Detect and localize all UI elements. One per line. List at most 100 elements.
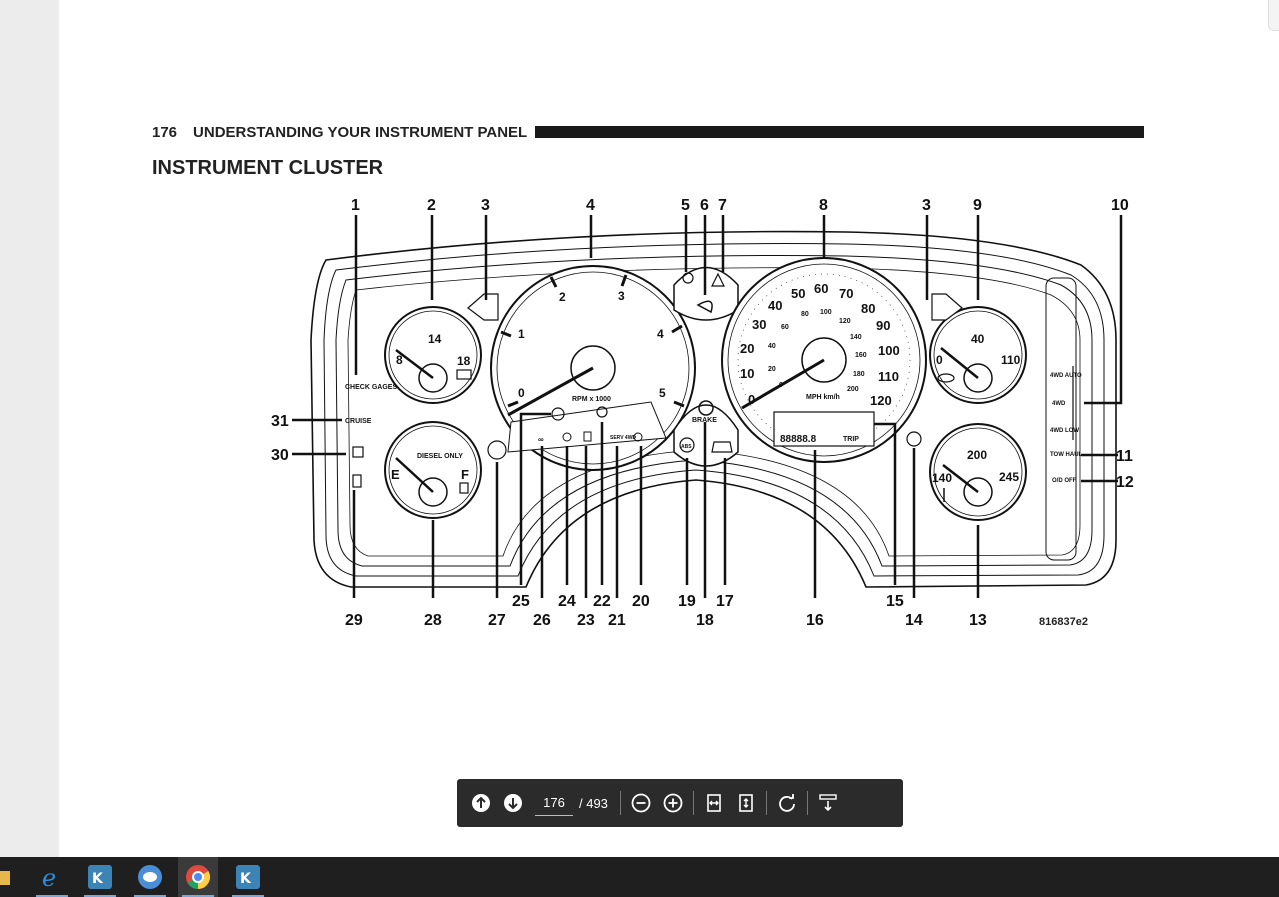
page-number: 176 <box>152 123 178 141</box>
page-number-input[interactable] <box>535 790 573 816</box>
rotate-button[interactable] <box>771 787 803 819</box>
battery-icon <box>456 369 472 380</box>
scroll-handle[interactable] <box>1268 0 1279 31</box>
callout-10: 10 <box>1111 197 1129 214</box>
fuel-label: DIESEL ONLY <box>417 453 463 460</box>
abs-icon <box>679 437 695 453</box>
tow-haul-label: TOW HAUL <box>1050 452 1083 458</box>
mph-60: 60 <box>814 281 828 296</box>
tach-3: 3 <box>618 289 625 303</box>
chrome-icon <box>186 865 211 889</box>
high-beam-icon <box>696 300 713 314</box>
header-rule <box>535 126 1144 138</box>
callout-4: 4 <box>586 197 595 214</box>
abs-label: ABS <box>681 444 692 450</box>
indicator-27 <box>487 440 507 460</box>
page-header: 176 UNDERSTANDING YOUR INSTRUMENT PANEL <box>152 122 1144 142</box>
callout-16: 16 <box>806 612 824 629</box>
mph-70: 70 <box>839 286 853 301</box>
toolbar-divider <box>806 791 808 815</box>
tach-2: 2 <box>559 290 566 304</box>
callout-13: 13 <box>969 612 987 629</box>
callout-30: 30 <box>271 447 289 464</box>
mph-0: 0 <box>748 392 755 407</box>
oil-min: 0 <box>936 353 943 367</box>
seatbelt-warning-icon <box>352 446 364 458</box>
zoom-in-icon <box>663 793 683 813</box>
callout-29: 29 <box>345 612 363 629</box>
page-title: INSTRUMENT CLUSTER <box>152 157 384 179</box>
serv-4wd-icon: SERV 4WD <box>610 435 636 441</box>
wait-to-start-icon: ∞ <box>538 435 544 444</box>
fuel-door-icon <box>352 474 362 488</box>
brake-icon <box>698 400 714 416</box>
callout-19: 19 <box>678 593 696 610</box>
mph-120: 120 <box>870 393 892 408</box>
right-turn-signal-icon <box>931 293 963 321</box>
zoom-in-button[interactable] <box>657 787 689 819</box>
check-gages-label: CHECK GAGES <box>345 384 397 391</box>
callout-14: 14 <box>905 612 923 629</box>
more-options-button[interactable] <box>812 787 844 819</box>
taskbar-file-explorer[interactable] <box>0 857 20 897</box>
callout-24: 24 <box>558 593 576 610</box>
fit-width-icon <box>707 794 721 812</box>
callout-27: 27 <box>488 612 506 629</box>
rotate-icon <box>779 794 795 812</box>
callout-7: 7 <box>718 197 727 214</box>
temp-max: 245 <box>999 470 1019 484</box>
fit-width-button[interactable] <box>698 787 730 819</box>
callout-3-left: 3 <box>481 197 490 214</box>
left-sidebar <box>0 0 59 857</box>
taskbar-app-chat[interactable] <box>130 857 170 897</box>
tach-unit: RPM x 1000 <box>572 396 611 403</box>
water-in-fuel-icon <box>562 432 572 442</box>
trip-label: TRIP <box>843 436 859 443</box>
odometer-display: 88888.8 <box>780 434 817 445</box>
total-pages: / 493 <box>579 795 608 811</box>
kmh-80: 80 <box>801 311 809 318</box>
low-fuel-icon <box>583 431 592 442</box>
oil-max: 110 <box>1001 353 1021 367</box>
callout-8: 8 <box>819 197 828 214</box>
instrument-cluster-diagram: 14 8 18 DIESEL ONLY E F 0 1 2 3 4 5 <box>271 197 1134 629</box>
callout-31: 31 <box>271 413 289 430</box>
kmh-160: 160 <box>855 352 867 359</box>
fuel-full: F <box>461 467 469 482</box>
mph-40: 40 <box>768 298 782 313</box>
callout-15: 15 <box>886 593 904 610</box>
brake-label: BRAKE <box>692 417 717 424</box>
callout-3-right: 3 <box>922 197 931 214</box>
zoom-out-button[interactable] <box>625 787 657 819</box>
os-taskbar: e K K <box>0 857 1279 897</box>
voltmeter-min: 8 <box>396 353 403 367</box>
voltmeter-max: 18 <box>457 354 471 368</box>
tach-1: 1 <box>518 327 525 341</box>
temp-mid: 200 <box>967 448 987 462</box>
callout-1: 1 <box>351 197 360 214</box>
airbag-icon <box>682 272 694 284</box>
taskbar-app-k1[interactable]: K <box>80 857 120 897</box>
taskbar-internet-explorer[interactable]: e <box>32 857 72 897</box>
callout-25: 25 <box>512 593 530 610</box>
washer-fluid-icon <box>633 432 643 442</box>
taskbar-app-k2[interactable]: K <box>228 857 268 897</box>
pdf-toolbar: / 493 <box>457 779 903 827</box>
tach-5: 5 <box>659 386 666 400</box>
zoom-out-icon <box>631 793 651 813</box>
mph-90: 90 <box>876 318 890 333</box>
indicator-14 <box>906 431 922 447</box>
tach-4: 4 <box>657 327 664 341</box>
kmh-140: 140 <box>850 334 862 341</box>
download-tray-icon <box>819 794 837 812</box>
previous-page-button[interactable] <box>465 787 497 819</box>
parking-brake-icon <box>551 407 565 421</box>
next-page-button[interactable] <box>497 787 529 819</box>
figure-code: 816837e2 <box>1039 616 1088 628</box>
fit-page-button[interactable] <box>730 787 762 819</box>
fuel-empty: E <box>391 467 400 482</box>
4wd-low-label: 4WD LOW <box>1050 428 1079 434</box>
od-off-label: O/D OFF <box>1052 478 1077 484</box>
taskbar-chrome[interactable] <box>178 857 218 897</box>
mph-20: 20 <box>740 341 754 356</box>
